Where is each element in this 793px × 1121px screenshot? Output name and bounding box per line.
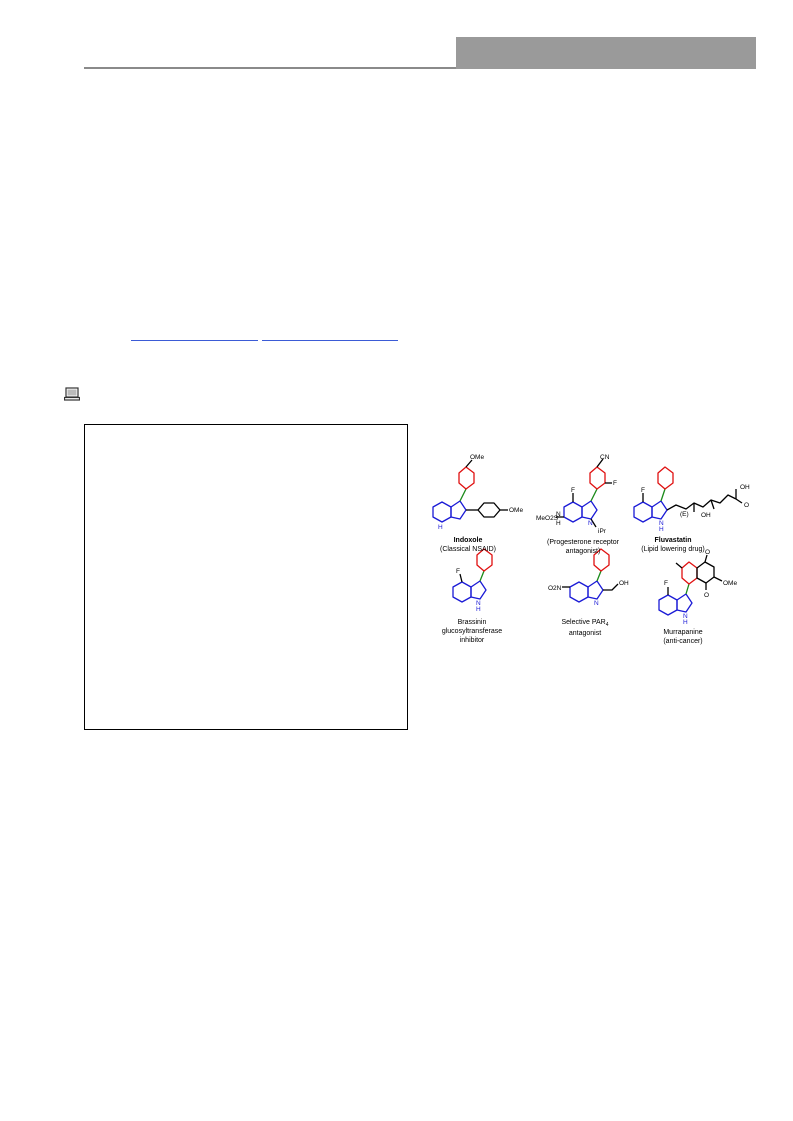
svg-text:Fluvastatin: Fluvastatin bbox=[655, 537, 692, 544]
svg-text:O2N: O2N bbox=[548, 585, 562, 592]
svg-text:F: F bbox=[571, 487, 575, 494]
svg-text:Selective PAR4: Selective PAR4 bbox=[561, 619, 608, 628]
laptop-icon bbox=[64, 387, 80, 401]
svg-text:OMe: OMe bbox=[470, 454, 484, 461]
svg-text:O: O bbox=[705, 549, 710, 556]
text-box bbox=[84, 424, 408, 730]
svg-text:OMe: OMe bbox=[509, 507, 523, 514]
svg-text:antagonist): antagonist) bbox=[566, 548, 601, 555]
svg-text:Murrapanine: Murrapanine bbox=[663, 629, 702, 636]
svg-text:H: H bbox=[476, 606, 481, 613]
fluvastatin-structure bbox=[633, 466, 743, 523]
svg-text:F: F bbox=[456, 568, 460, 575]
svg-text:F: F bbox=[641, 487, 645, 494]
svg-text:F: F bbox=[613, 480, 617, 487]
reference-link-underline[interactable] bbox=[262, 340, 398, 341]
svg-text:N: N bbox=[556, 511, 561, 518]
svg-text:Brassinin: Brassinin bbox=[458, 619, 487, 626]
par4-antagonist-structure bbox=[562, 548, 619, 603]
svg-text:O: O bbox=[744, 502, 749, 509]
svg-text:N: N bbox=[594, 600, 599, 607]
svg-text:OMe: OMe bbox=[723, 580, 737, 587]
header-bar bbox=[456, 37, 756, 69]
svg-text:N: N bbox=[476, 600, 481, 607]
svg-text:iPr: iPr bbox=[598, 528, 607, 535]
svg-text:F: F bbox=[664, 580, 668, 587]
svg-text:CN: CN bbox=[600, 454, 610, 461]
indoxole-structure bbox=[432, 459, 508, 523]
svg-text:(E): (E) bbox=[680, 511, 689, 518]
svg-text:Indoxole: Indoxole bbox=[454, 537, 483, 544]
svg-text:inhibitor: inhibitor bbox=[460, 637, 485, 644]
svg-text:N: N bbox=[683, 613, 688, 620]
progesterone-antagonist-structure bbox=[556, 458, 612, 528]
svg-text:(Lipid lowering drug): (Lipid lowering drug) bbox=[641, 546, 704, 553]
murrapanine-structure bbox=[658, 554, 723, 616]
svg-text:antagonist: antagonist bbox=[569, 630, 601, 637]
svg-text:OH: OH bbox=[740, 484, 750, 491]
compound-figure: OMe OMe H CN F F MeO2S N H N iPr F (E) O… bbox=[432, 454, 750, 645]
svg-text:H: H bbox=[438, 524, 443, 531]
svg-text:H: H bbox=[556, 520, 561, 527]
svg-text:(anti-cancer): (anti-cancer) bbox=[663, 638, 702, 645]
svg-text:OH: OH bbox=[619, 580, 629, 587]
svg-text:glucosyltransferase: glucosyltransferase bbox=[442, 628, 502, 635]
svg-text:(Progesterone receptor: (Progesterone receptor bbox=[547, 539, 620, 546]
reference-link-underline[interactable] bbox=[131, 340, 258, 341]
svg-text:MeO2S: MeO2S bbox=[536, 515, 559, 522]
svg-text:H: H bbox=[659, 526, 664, 533]
svg-text:OH: OH bbox=[701, 512, 711, 519]
svg-text:N: N bbox=[659, 520, 664, 527]
brassinin-inhibitor-structure bbox=[452, 548, 493, 603]
svg-text:O: O bbox=[704, 592, 709, 599]
svg-text:(Classical NSAID): (Classical NSAID) bbox=[440, 546, 496, 553]
svg-text:N: N bbox=[588, 520, 593, 527]
svg-text:H: H bbox=[683, 619, 688, 626]
header-rule bbox=[84, 67, 456, 69]
